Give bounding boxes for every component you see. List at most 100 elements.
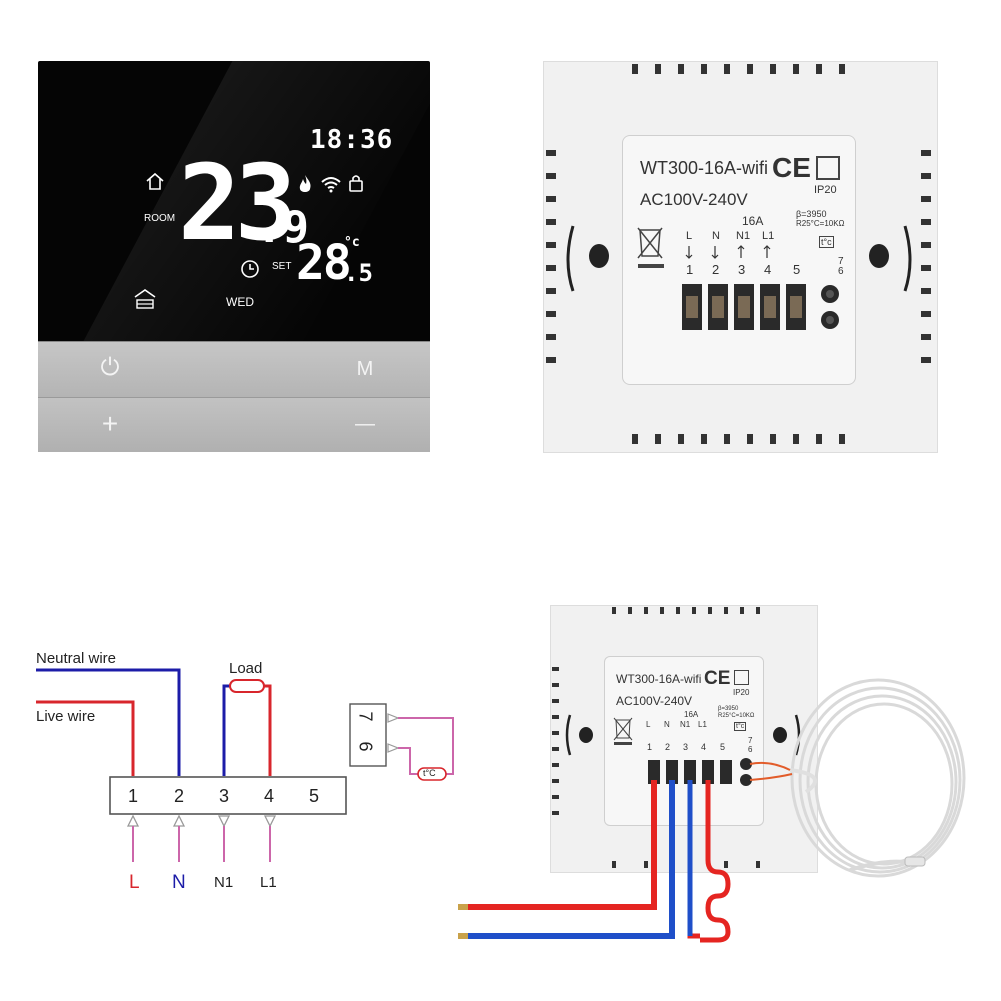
wired-terminal-letter-4: L1	[698, 720, 707, 729]
clock-icon	[241, 260, 259, 278]
wired-terminal-num-1: 1	[647, 742, 653, 752]
back-terminal-num-5: 5	[793, 262, 801, 277]
diagram-terminal-2: 2	[174, 786, 185, 806]
wired-double-insulation-icon	[734, 670, 749, 685]
wired-model-label: WT300-16A-wifi	[616, 672, 702, 686]
wired-terminal-num-2: 2	[665, 742, 671, 752]
clock-display: 18:36	[310, 125, 394, 155]
supply-neutral-wire	[464, 780, 675, 939]
back-terminal-num-4: 4	[764, 262, 772, 277]
diagram-terminal-1: 1	[128, 786, 139, 806]
back-terminal-letter-2: N	[712, 230, 720, 242]
minus-button[interactable]: —	[355, 413, 375, 435]
wired-plate-vents	[552, 607, 801, 868]
back-terminal-letter-3: N1	[736, 230, 751, 242]
lock-icon	[349, 175, 363, 192]
wired-terminal-num-3: 3	[683, 742, 689, 752]
live-wire-label: Live wire	[36, 708, 96, 725]
room-unit: °c	[262, 161, 287, 185]
diagram-label-l1: L1	[260, 874, 277, 891]
wired-beta-label: β=3950	[718, 706, 739, 712]
back-sensor-label: t°c	[819, 236, 834, 248]
ip-rating: IP20	[814, 184, 837, 196]
ce-mark: CE	[772, 152, 811, 183]
voltage-label: AC100V-240V	[640, 190, 748, 209]
plus-button[interactable]: +	[101, 408, 119, 439]
mode-button[interactable]: M	[356, 358, 374, 380]
current-label: 16A	[742, 214, 764, 228]
diagram-terminal-3: 3	[219, 786, 230, 806]
double-insulation-icon	[816, 156, 840, 180]
live-wire	[36, 700, 135, 776]
neutral-wire	[36, 668, 181, 776]
set-label: SET	[272, 261, 292, 272]
wired-sensor-label: t°c	[734, 722, 747, 731]
back-terminal-letter-4: L1	[762, 230, 775, 242]
load-live-wire	[262, 684, 272, 776]
supply-live-wire	[464, 780, 657, 910]
wired-sensor-terminal-7: 7	[748, 736, 753, 745]
neutral-wire-label: Neutral wire	[36, 650, 117, 667]
sensor-symbol	[417, 767, 447, 781]
wiring-diagram	[36, 668, 454, 862]
back-terminal-num-3: 3	[738, 262, 746, 277]
set-unit: °c	[344, 235, 360, 250]
power-button[interactable]: ⏻	[100, 354, 120, 381]
back-terminal-block	[682, 284, 839, 330]
model-label: WT300-16A-wifi	[640, 158, 769, 178]
wired-weee-bin-icon	[613, 717, 633, 745]
wired-ce-mark: CE	[704, 668, 731, 689]
load-label: Load	[229, 660, 263, 677]
wired-terminal-num-4: 4	[701, 742, 707, 752]
wired-sensor-terminal-6: 6	[748, 745, 753, 754]
room-temperature-decimal: .9	[256, 202, 309, 253]
back-plate-vents	[546, 64, 931, 444]
diagram-label-n: N	[172, 872, 186, 893]
diagram-label-n1: N1	[214, 874, 234, 891]
wired-resistance-label: R25°C=10KΩ	[718, 713, 755, 719]
wired-terminal-letter-1: L	[646, 720, 651, 729]
diagram-terminal-4: 4	[264, 786, 275, 806]
wired-current-label: 16A	[684, 710, 699, 719]
button-panel-bottom	[38, 397, 430, 452]
diagram-sensor-terminal-7: 7	[355, 711, 376, 722]
wifi-icon	[321, 177, 341, 193]
back-sensor-terminal-6: 6	[838, 266, 844, 277]
heating-cable-load	[687, 780, 731, 943]
load-neutral-wire	[222, 684, 232, 776]
back-terminal-arrows	[685, 245, 771, 259]
wired-terminal-num-5: 5	[720, 742, 726, 752]
set-temperature-decimal: .5	[344, 259, 373, 287]
set-temperature: 28	[296, 235, 352, 291]
diagram-terminal-block	[109, 776, 347, 815]
load-symbol	[229, 679, 265, 693]
wired-voltage-label: AC100V-240V	[616, 694, 693, 708]
wired-terminal-letter-2: N	[664, 720, 670, 729]
wired-ip-rating: IP20	[733, 688, 750, 697]
weee-bin-icon	[637, 227, 664, 268]
sensor-probe	[904, 856, 926, 867]
diagram-label-l: L	[129, 872, 140, 893]
economy-mode-icon	[134, 289, 156, 309]
home-icon	[146, 172, 164, 190]
button-panel-top	[38, 341, 430, 397]
back-sensor-terminal-7: 7	[838, 256, 844, 267]
diagram-sensor-terminal-6: 6	[355, 741, 376, 752]
day-display: WED	[226, 295, 254, 309]
beta-label: β=3950	[796, 209, 827, 219]
thermostat-front: 18:36 ROOM 23 .9 °c SET 28	[38, 61, 430, 452]
room-temperature: 23	[178, 142, 297, 264]
back-terminal-num-1: 1	[686, 262, 694, 277]
back-terminal-num-2: 2	[712, 262, 720, 277]
flame-icon	[299, 175, 311, 192]
room-label: ROOM	[144, 213, 176, 224]
diagram-sensor-block	[349, 703, 387, 767]
wired-installation-graphic	[458, 678, 966, 943]
back-terminal-letter-1: L	[686, 230, 693, 242]
wired-terminal-letter-3: N1	[680, 720, 691, 729]
diagram-sensor-label: t°C	[423, 768, 436, 778]
sensor-cable-coil	[790, 678, 966, 878]
resistance-label: R25°C=10KΩ	[796, 219, 845, 228]
lcd-screen: 18:36 ROOM 23 .9 °c SET 28	[38, 61, 430, 341]
diagram-terminal-5: 5	[309, 786, 320, 806]
